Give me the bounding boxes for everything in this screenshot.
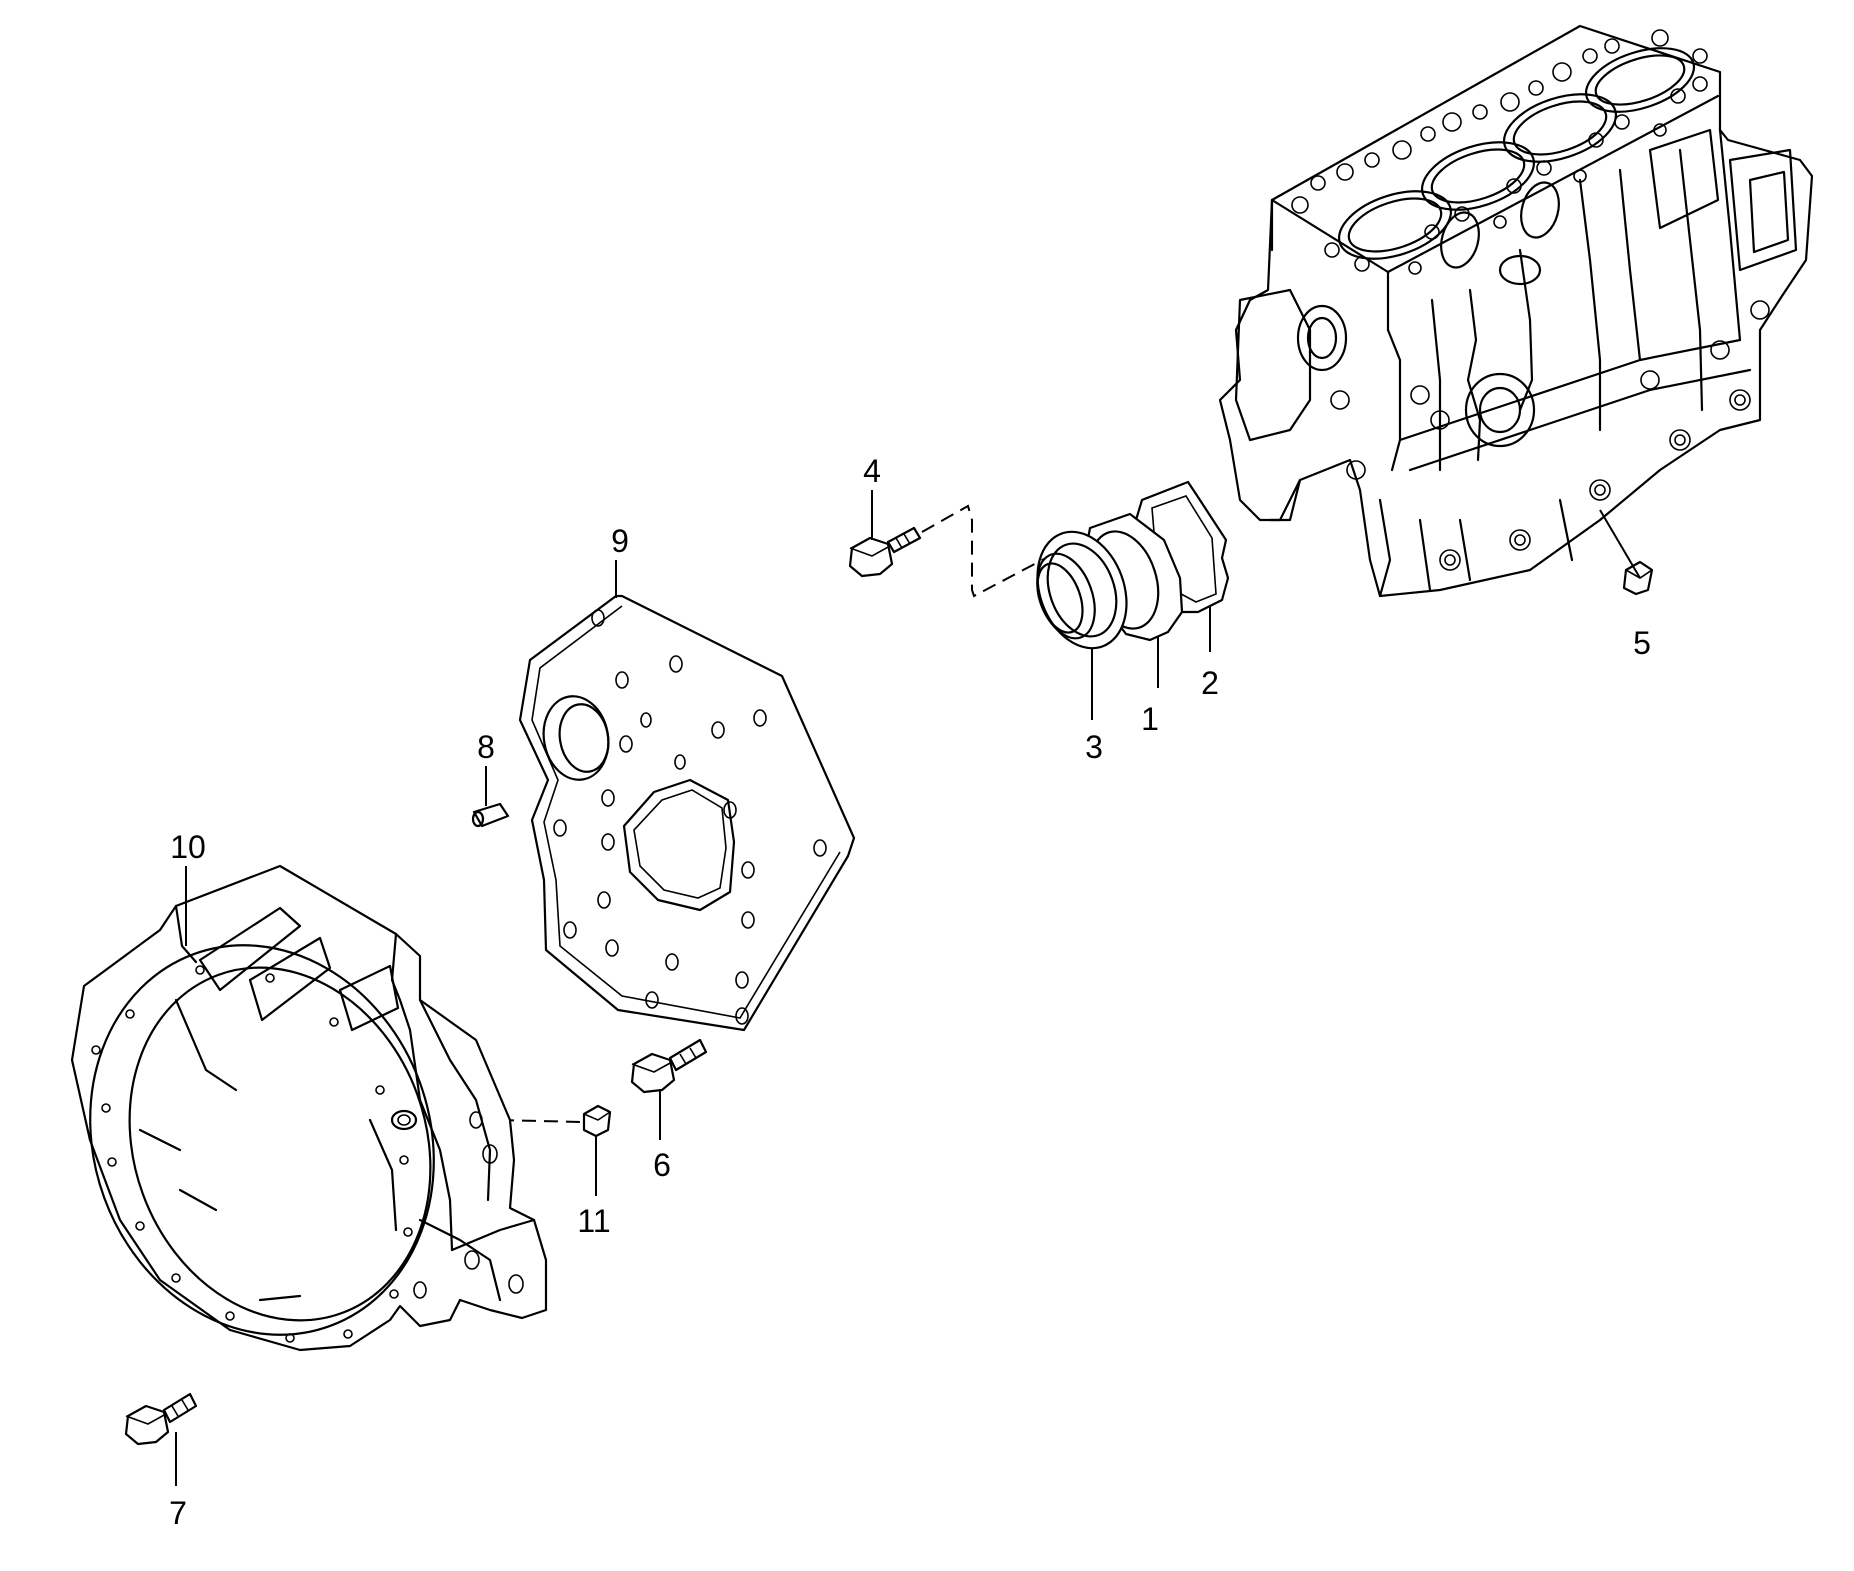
part-6-bolt [630, 1038, 708, 1140]
callout-11: 11 [577, 1203, 610, 1239]
callout-4: 4 [863, 453, 881, 489]
callout-5: 5 [1633, 625, 1651, 661]
part-11-plug [411, 1104, 612, 1196]
leader-lines-1-2-3 [1091, 606, 1211, 720]
callout-8: 8 [477, 729, 495, 765]
part-4-bolt [848, 490, 1047, 598]
callout-3: 3 [1085, 729, 1103, 765]
callout-2: 2 [1201, 665, 1219, 701]
callout-labels: 1 2 3 4 5 6 7 8 9 10 11 [169, 453, 1651, 1531]
part-5-plug [1599, 509, 1654, 596]
part-7-bolt [124, 1392, 198, 1486]
callout-7: 7 [169, 1495, 187, 1531]
part-9-back-plate [518, 560, 856, 1032]
callout-9: 9 [611, 523, 629, 559]
part-8-dowel-pin [471, 766, 510, 828]
part-3-oil-seal [1036, 530, 1128, 650]
callout-10: 10 [170, 829, 206, 865]
callout-1: 1 [1141, 701, 1159, 737]
engine-block [1218, 24, 1814, 598]
callout-6: 6 [653, 1147, 671, 1183]
part-10-flywheel-housing [70, 864, 548, 1352]
